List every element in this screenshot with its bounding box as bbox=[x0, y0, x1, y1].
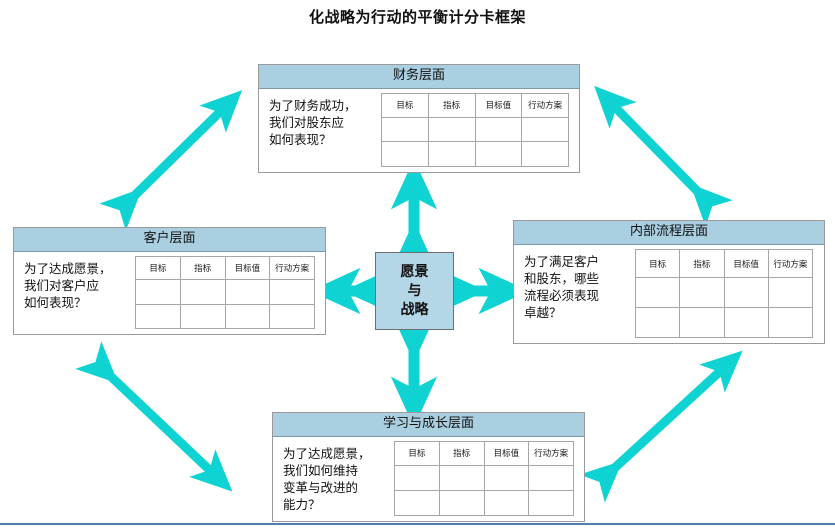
cell[interactable] bbox=[394, 489, 440, 517]
panel-internal-process-title: 内部流程层面 bbox=[514, 221, 824, 245]
panel-customer-question: 为了达成愿景， 我们对客户应 如何表现？ bbox=[24, 261, 112, 310]
table-row[interactable] bbox=[135, 303, 315, 330]
column-header-objective: 目标 bbox=[381, 93, 429, 118]
arrow-financial-to-process bbox=[594, 85, 733, 227]
column-header-target: 目标值 bbox=[474, 93, 523, 118]
cell[interactable] bbox=[394, 464, 440, 491]
table-header-row: 目标 指标 目标值 行动方案 bbox=[381, 93, 569, 118]
panel-customer[interactable]: 客户层面 为了达成愿景， 我们对客户应 如何表现？ 目标 指标 目标值 行动方案 bbox=[13, 227, 326, 335]
cell[interactable] bbox=[528, 464, 574, 491]
panel-internal-process[interactable]: 内部流程层面 为了满足客户 和股东，哪些 流程必须表现 卓越？ 目标 指标 目标… bbox=[513, 220, 825, 344]
cell[interactable] bbox=[483, 464, 530, 491]
cell[interactable] bbox=[224, 303, 271, 330]
column-header-measure: 指标 bbox=[179, 255, 226, 281]
cell[interactable] bbox=[723, 277, 769, 309]
panel-internal-process-question: 为了满足客户 和股东，哪些 流程必须表现 卓越？ bbox=[524, 254, 600, 320]
panel-customer-body: 为了达成愿景， 我们对客户应 如何表现？ 目标 指标 目标值 行动方案 bbox=[14, 252, 325, 334]
table-row[interactable] bbox=[634, 307, 814, 338]
panel-financial-question: 为了财务成功， 我们对股东应 如何表现？ bbox=[269, 98, 357, 147]
table-header-row: 目标 指标 目标值 行动方案 bbox=[634, 248, 814, 279]
cell[interactable] bbox=[179, 303, 226, 330]
cell[interactable] bbox=[474, 116, 523, 143]
table-row[interactable] bbox=[634, 277, 814, 309]
panel-customer-title: 客户层面 bbox=[14, 228, 325, 252]
column-header-initiative: 行动方案 bbox=[528, 441, 574, 466]
vision-line-1: 愿景 bbox=[400, 264, 429, 280]
panel-internal-process-grid[interactable]: 目标 指标 目标值 行动方案 bbox=[634, 248, 814, 338]
cell[interactable] bbox=[179, 279, 226, 305]
arrow-customer-to-learning bbox=[75, 341, 233, 492]
column-header-target: 目标值 bbox=[723, 248, 769, 279]
panel-learning-growth-title: 学习与成长层面 bbox=[273, 413, 584, 437]
cell[interactable] bbox=[521, 116, 569, 143]
cell[interactable] bbox=[723, 307, 769, 338]
column-header-measure: 指标 bbox=[438, 441, 485, 466]
arrow-learning-to-process bbox=[579, 350, 743, 503]
cell[interactable] bbox=[381, 141, 429, 167]
table-header-row: 目标 指标 目标值 行动方案 bbox=[135, 255, 315, 281]
column-header-objective: 目标 bbox=[394, 441, 440, 466]
cell[interactable] bbox=[427, 141, 476, 167]
table-row[interactable] bbox=[135, 279, 315, 305]
column-header-measure: 指标 bbox=[427, 93, 476, 118]
panel-financial[interactable]: 财务层面 为了财务成功， 我们对股东应 如何表现？ 目标 指标 目标值 行动方案 bbox=[258, 64, 580, 173]
table-row[interactable] bbox=[381, 116, 569, 143]
panel-learning-growth[interactable]: 学习与成长层面 为了达成愿景， 我们如何维持 变革与改进的 能力？ 目标 指标 … bbox=[272, 412, 585, 522]
cell[interactable] bbox=[634, 277, 681, 309]
column-header-objective: 目标 bbox=[135, 255, 181, 281]
cell[interactable] bbox=[767, 307, 814, 338]
panel-internal-process-body: 为了满足客户 和股东，哪些 流程必须表现 卓越？ 目标 指标 目标值 行动方案 bbox=[514, 245, 824, 343]
column-header-initiative: 行动方案 bbox=[269, 255, 315, 281]
cell[interactable] bbox=[381, 116, 429, 143]
column-header-initiative: 行动方案 bbox=[521, 93, 569, 118]
panel-financial-body: 为了财务成功， 我们对股东应 如何表现？ 目标 指标 目标值 行动方案 bbox=[259, 89, 579, 172]
cell[interactable] bbox=[679, 277, 725, 309]
panel-customer-grid[interactable]: 目标 指标 目标值 行动方案 bbox=[135, 255, 315, 330]
cell[interactable] bbox=[679, 307, 725, 338]
arrow-customer-to-financial bbox=[99, 90, 243, 231]
vision-line-2: 与 bbox=[407, 283, 422, 299]
cell[interactable] bbox=[483, 489, 530, 517]
vision-and-strategy-box[interactable]: 愿景 与 战略 bbox=[375, 252, 454, 330]
panel-financial-grid[interactable]: 目标 指标 目标值 行动方案 bbox=[381, 93, 569, 167]
table-row[interactable] bbox=[394, 464, 574, 491]
cell[interactable] bbox=[767, 277, 814, 309]
cell[interactable] bbox=[438, 464, 485, 491]
cell[interactable] bbox=[135, 303, 181, 330]
panel-learning-growth-body: 为了达成愿景， 我们如何维持 变革与改进的 能力？ 目标 指标 目标值 行动方案 bbox=[273, 437, 584, 521]
table-header-row: 目标 指标 目标值 行动方案 bbox=[394, 441, 574, 466]
vision-line-3: 战略 bbox=[400, 302, 429, 318]
column-header-objective: 目标 bbox=[634, 248, 681, 279]
cell[interactable] bbox=[521, 141, 569, 167]
column-header-initiative: 行动方案 bbox=[767, 248, 814, 279]
cell[interactable] bbox=[474, 141, 523, 167]
panel-learning-growth-grid[interactable]: 目标 指标 目标值 行动方案 bbox=[394, 441, 574, 517]
bottom-divider bbox=[0, 523, 835, 525]
cell[interactable] bbox=[269, 279, 315, 305]
cell[interactable] bbox=[135, 279, 181, 305]
cell[interactable] bbox=[528, 489, 574, 517]
column-header-target: 目标值 bbox=[224, 255, 271, 281]
panel-learning-growth-question: 为了达成愿景， 我们如何维持 变革与改进的 能力？ bbox=[283, 446, 371, 512]
page-title: 化战略为行动的平衡计分卡框架 bbox=[308, 8, 526, 26]
cell[interactable] bbox=[634, 307, 681, 338]
panel-financial-title: 财务层面 bbox=[259, 65, 579, 89]
cell[interactable] bbox=[269, 303, 315, 330]
cell[interactable] bbox=[224, 279, 271, 305]
cell[interactable] bbox=[438, 489, 485, 517]
column-header-measure: 指标 bbox=[679, 248, 725, 279]
table-row[interactable] bbox=[394, 489, 574, 517]
cell[interactable] bbox=[427, 116, 476, 143]
table-row[interactable] bbox=[381, 141, 569, 167]
column-header-target: 目标值 bbox=[483, 441, 530, 466]
